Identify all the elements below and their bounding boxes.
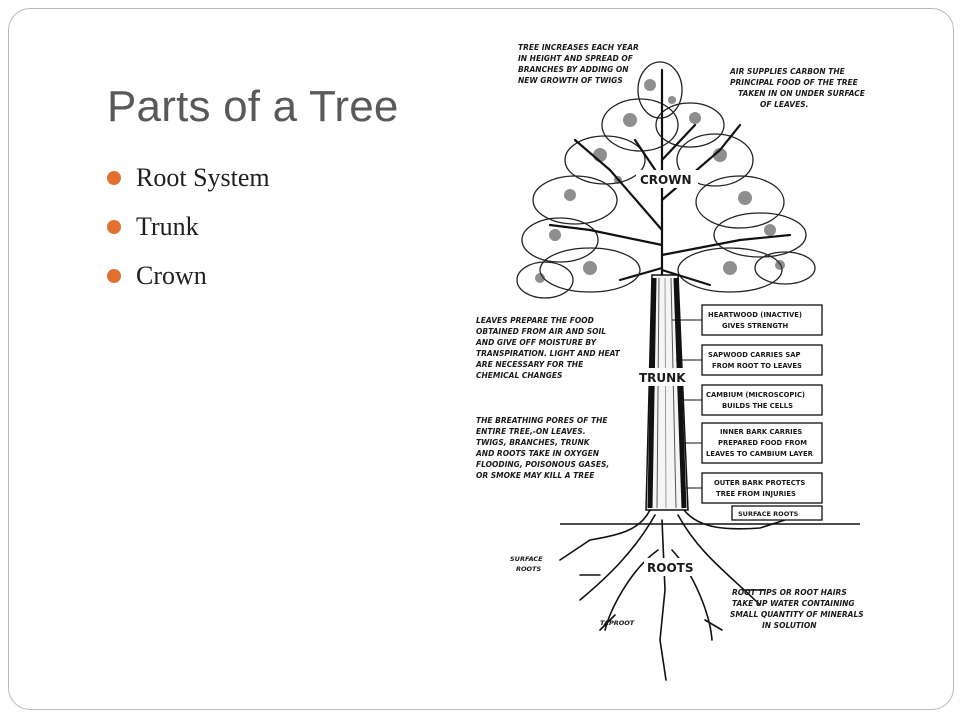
tree-branches xyxy=(548,68,792,287)
inner-bark-label: INNER BARK CARRIES PREPARED FOOD FROM LE… xyxy=(706,428,814,458)
crown-label-box xyxy=(636,170,698,188)
tree-crown-foliage xyxy=(516,61,816,299)
slide-title: Parts of a Tree xyxy=(107,82,399,131)
bullet-dot-icon xyxy=(107,220,121,234)
trunk-label: TRUNK xyxy=(639,371,686,385)
surface-roots-right-label: SURFACE ROOTS xyxy=(738,510,799,518)
bullet-label: Root System xyxy=(136,163,270,192)
bullet-item-root-system: Root System xyxy=(107,160,270,209)
sapwood-label: SAPWOOD CARRIES SAP FROM ROOT TO LEAVES xyxy=(708,351,803,370)
bullet-item-crown: Crown xyxy=(107,258,270,307)
roots-label: ROOTS xyxy=(647,561,693,575)
bullet-item-trunk: Trunk xyxy=(107,209,270,258)
heartwood-label: HEARTWOOD (INACTIVE) GIVES STRENGTH xyxy=(708,311,804,330)
note-growth: TREE INCREASES EACH YEAR IN HEIGHT AND S… xyxy=(518,43,641,85)
trunk-layer-boxes xyxy=(701,304,823,521)
surface-roots-left-label: SURFACE ROOTS xyxy=(510,555,545,573)
bullet-dot-icon xyxy=(107,171,121,185)
note-leaves: LEAVES PREPARE THE FOOD OBTAINED FROM AI… xyxy=(475,316,622,380)
taproot-label: TAPROOT xyxy=(600,619,635,627)
bullet-label: Crown xyxy=(136,261,207,290)
bullet-label: Trunk xyxy=(136,212,199,241)
tree-crown-texture xyxy=(535,79,785,283)
bullet-dot-icon xyxy=(107,269,121,283)
note-air: AIR SUPPLIES CARBON THE PRINCIPAL FOOD O… xyxy=(729,67,867,109)
bullet-list: Root System Trunk Crown xyxy=(107,160,270,307)
leader-lines xyxy=(672,319,702,489)
tree-roots xyxy=(559,509,786,681)
tree-trunk xyxy=(645,274,689,511)
cambium-label: CAMBIUM (MICROSCOPIC) BUILDS THE CELLS xyxy=(706,391,807,410)
outer-bark-label: OUTER BARK PROTECTS TREE FROM INJURIES xyxy=(714,479,808,498)
tree-diagram-illustration: TREE INCREASES EACH YEAR IN HEIGHT AND S… xyxy=(475,43,867,681)
trunk-label-box xyxy=(636,368,690,386)
note-pores: THE BREATHING PORES OF THE ENTIRE TREE,-… xyxy=(475,416,612,480)
roots-label-box xyxy=(644,558,700,576)
crown-label: CROWN xyxy=(640,173,692,187)
note-root-tips: ROOT TIPS OR ROOT HAIRS TAKE UP WATER CO… xyxy=(730,588,866,630)
